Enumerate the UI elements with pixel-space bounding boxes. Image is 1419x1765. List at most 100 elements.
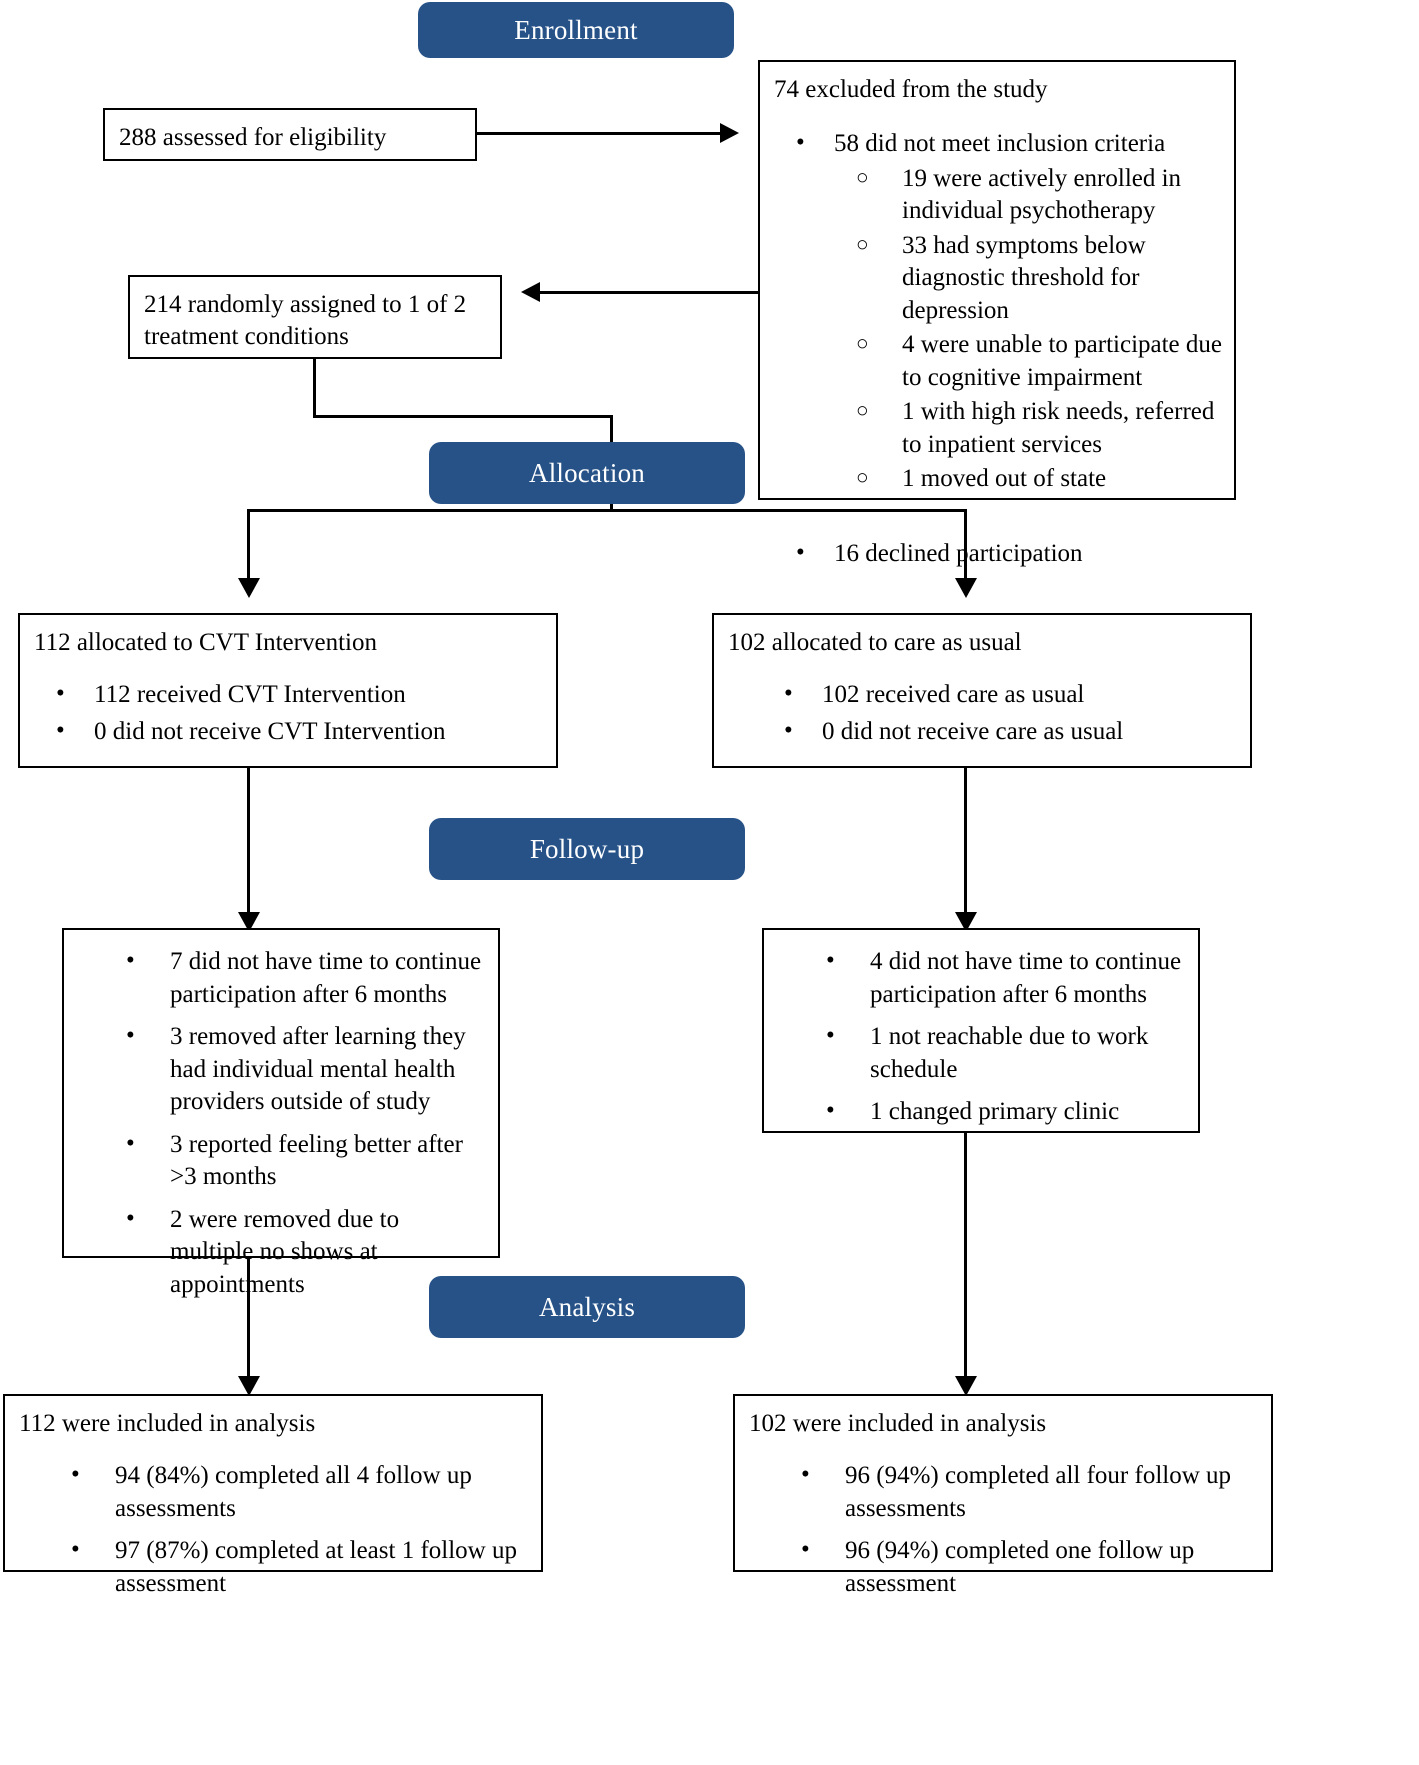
list-item: • 58 did not meet inclusion criteria ○ 1… — [760, 128, 1234, 496]
bullet-icon: • — [801, 1461, 810, 1488]
box-followup-left: • 7 did not have time to continue partic… — [62, 928, 500, 1298]
list-item: ○ 4 were unable to participate due to co… — [834, 329, 1234, 394]
list-item: • 102 received care as usual — [714, 679, 1250, 712]
list-item: • 94 (84%) completed all 4 follow up ass… — [5, 1460, 541, 1525]
stage-banner-followup: Follow-up — [429, 818, 745, 880]
bullet-icon: • — [796, 538, 805, 566]
stage-banner-allocation: Allocation — [429, 442, 745, 504]
assessed-text: 288 assessed for eligibility — [119, 124, 387, 151]
followup-right-item-1: 1 not reachable due to work schedule — [870, 1023, 1149, 1083]
hollow-bullet-icon: ○ — [856, 164, 869, 189]
followup-left-list: • 7 did not have time to continue partic… — [64, 946, 498, 1301]
followup-right-item-2: 1 changed primary clinic — [870, 1098, 1120, 1125]
list-item: • 96 (94%) completed all four follow up … — [735, 1460, 1271, 1525]
excluded-sub-4: 1 moved out of state — [902, 465, 1107, 492]
stage-banner-enrollment: Enrollment — [418, 2, 734, 58]
followup-left-item-0: 7 did not have time to continue particip… — [170, 948, 482, 1008]
analysis-left-lead: 112 were included in analysis — [19, 1410, 316, 1437]
followup-right-item-0: 4 did not have time to continue particip… — [870, 948, 1182, 1008]
bullet-icon: • — [126, 947, 135, 974]
hollow-bullet-icon: ○ — [856, 231, 869, 256]
list-item: • 96 (94%) completed one follow up asses… — [735, 1535, 1271, 1600]
excluded-item-0-text: 58 did not meet inclusion criteria — [834, 130, 1166, 157]
connector-right-followup-to-analysis — [964, 1133, 967, 1380]
box-allocated-right: 102 allocated to care as usual • 102 rec… — [712, 613, 1252, 768]
hollow-bullet-icon: ○ — [856, 331, 869, 355]
bullet-icon: • — [56, 716, 65, 744]
connector-allocation-left-drop — [247, 509, 250, 581]
list-item: • 16 declined participation — [760, 538, 1234, 571]
box-allocated-left: 112 allocated to CVT Intervention • 112 … — [18, 613, 558, 768]
list-item: ○ 1 with high risk needs, referred to in… — [834, 396, 1234, 461]
connector-left-alloc-to-followup — [247, 768, 250, 916]
arrow-right-followup — [955, 912, 977, 932]
stage-banner-followup-label: Follow-up — [529, 833, 645, 864]
arrow-allocation-left — [238, 578, 260, 598]
list-item: • 4 did not have time to continue partic… — [764, 946, 1198, 1011]
list-item: ○ 1 moved out of state — [834, 463, 1234, 496]
bullet-icon: • — [801, 1536, 810, 1563]
excluded-item-1-text: 16 declined participation — [834, 539, 1083, 567]
box-analysis-left: 112 were included in analysis • 94 (84%)… — [3, 1394, 543, 1597]
bullet-icon: • — [56, 680, 65, 707]
allocated-left-lead: 112 allocated to CVT Intervention — [34, 629, 377, 656]
box-followup-right: • 4 did not have time to continue partic… — [762, 928, 1200, 1133]
connector-randomized-to-split — [313, 415, 613, 418]
list-item: • 1 changed primary clinic — [764, 1096, 1198, 1129]
bullet-icon: • — [784, 680, 793, 707]
arrow-allocation-right — [955, 578, 977, 598]
list-item: • 1 not reachable due to work schedule — [764, 1021, 1198, 1086]
box-randomly-assigned: 214 randomly assigned to 1 of 2 treatmen… — [128, 275, 502, 359]
bullet-icon: • — [826, 1097, 835, 1124]
box-excluded: 74 excluded from the study • 58 did not … — [758, 60, 1236, 567]
arrow-assessed-to-excluded — [720, 123, 739, 143]
allocated-right-lead: 102 allocated to care as usual — [728, 629, 1022, 656]
arrow-excluded-to-randomized — [521, 282, 540, 302]
connector-allocation-bus — [247, 509, 967, 512]
allocated-right-item-0: 102 received care as usual — [822, 681, 1085, 708]
allocated-right-item-1: 0 did not receive care as usual — [822, 717, 1124, 745]
followup-left-item-2: 3 reported feeling better after >3 month… — [170, 1130, 463, 1191]
connector-excluded-to-randomized — [540, 291, 758, 294]
arrow-left-analysis — [238, 1376, 260, 1396]
bullet-icon: • — [784, 716, 793, 744]
excluded-list: • 58 did not meet inclusion criteria ○ 1… — [760, 128, 1234, 570]
excluded-sublist: ○ 19 were actively enrolled in individua… — [834, 163, 1234, 496]
analysis-left-item-0: 94 (84%) completed all 4 follow up asses… — [115, 1462, 472, 1522]
allocated-right-list: • 102 received care as usual • 0 did not… — [714, 679, 1250, 748]
list-item: • 7 did not have time to continue partic… — [64, 946, 498, 1011]
box-assessed-for-eligibility: 288 assessed for eligibility — [103, 108, 477, 161]
analysis-right-list: • 96 (94%) completed all four follow up … — [735, 1460, 1271, 1600]
list-item: • 3 removed after learning they had indi… — [64, 1021, 498, 1119]
analysis-left-item-1: 97 (87%) completed at least 1 follow up … — [115, 1537, 517, 1597]
analysis-right-item-0: 96 (94%) completed all four follow up as… — [845, 1462, 1232, 1522]
hollow-bullet-icon: ○ — [856, 398, 869, 422]
excluded-lead: 74 excluded from the study — [774, 76, 1048, 103]
connector-allocation-right-drop — [964, 509, 967, 581]
followup-left-item-3: 2 were removed due to multiple no shows … — [170, 1205, 400, 1298]
analysis-left-list: • 94 (84%) completed all 4 follow up ass… — [5, 1460, 541, 1600]
excluded-sub-0: 19 were actively enrolled in individual … — [902, 164, 1182, 225]
allocated-left-item-1: 0 did not receive CVT Intervention — [94, 717, 446, 745]
bullet-icon: • — [71, 1536, 80, 1563]
excluded-sub-2: 4 were unable to participate due to cogn… — [902, 331, 1222, 391]
connector-right-alloc-to-followup — [964, 768, 967, 916]
connector-left-followup-to-analysis — [247, 1258, 250, 1380]
list-item: ○ 19 were actively enrolled in individua… — [834, 163, 1234, 228]
arrow-right-analysis — [955, 1376, 977, 1396]
hollow-bullet-icon: ○ — [856, 465, 869, 489]
list-item: • 97 (87%) completed at least 1 follow u… — [5, 1535, 541, 1600]
followup-right-list: • 4 did not have time to continue partic… — [764, 946, 1198, 1129]
bullet-icon: • — [126, 1022, 135, 1049]
stage-banner-enrollment-label: Enrollment — [514, 14, 638, 45]
list-item: • 112 received CVT Intervention — [20, 679, 556, 712]
stage-banner-analysis-label: Analysis — [538, 1291, 636, 1322]
excluded-sub-1: 33 had symptoms below diagnostic thresho… — [902, 231, 1146, 324]
analysis-right-item-1: 96 (94%) completed one follow up assessm… — [845, 1537, 1195, 1597]
randomized-text: 214 randomly assigned to 1 of 2 treatmen… — [144, 291, 467, 350]
list-item: ○ 33 had symptoms below diagnostic thres… — [834, 230, 1234, 328]
list-item: • 0 did not receive care as usual — [714, 716, 1250, 749]
bullet-icon: • — [126, 1129, 135, 1157]
analysis-right-lead: 102 were included in analysis — [749, 1410, 1047, 1437]
connector-assessed-to-excluded — [477, 132, 722, 135]
